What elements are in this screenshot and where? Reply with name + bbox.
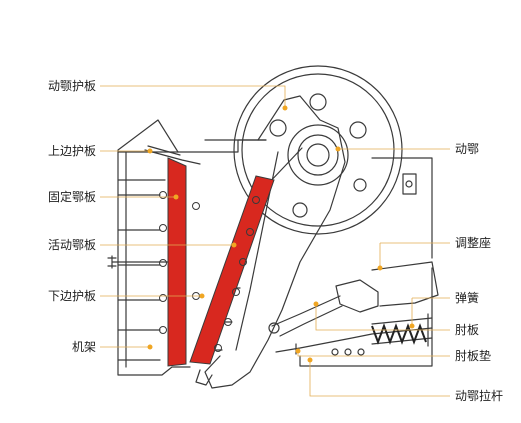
spoke-hole [309, 93, 327, 111]
upper-guard-bar [144, 149, 201, 165]
spoke-hole [349, 121, 367, 139]
flywheel-inner [241, 73, 395, 227]
eccentric-shaft-inner [306, 143, 330, 167]
tie-rod [275, 327, 433, 353]
leader-toggle-pad [297, 351, 450, 357]
adjust-seat [371, 261, 439, 307]
label-spring: 弹簧 [455, 291, 480, 305]
flywheel-outer [233, 65, 403, 235]
spoke-hole [269, 119, 287, 137]
frame-window [402, 173, 417, 195]
fixed-jaw-plate [167, 157, 187, 367]
label-adjust-seat: 调整座 [455, 236, 492, 250]
spring-coil [371, 323, 427, 345]
label-moving-jaw: 动鄂 [455, 142, 480, 156]
eccentric-shaft-outer [287, 124, 349, 186]
movable-jaw-plate [189, 175, 275, 365]
label-upper-side-guard: 上边护板 [47, 144, 96, 158]
moving-jaw-body [204, 95, 346, 389]
spoke-hole [353, 178, 367, 192]
label-fixed-jaw-plate: 固定鄂板 [47, 190, 96, 204]
leader-toggle-plate [315, 304, 450, 331]
eccentric-shaft-mid [297, 134, 339, 176]
label-toggle-plate: 肘板 [455, 323, 480, 337]
leader-spring [411, 297, 450, 326]
label-movable-jaw-plate: 活动鄂板 [47, 238, 96, 252]
frame-body [117, 139, 433, 367]
label-frame: 机架 [71, 340, 96, 354]
label-moving-jaw-guard: 动颚护板 [47, 79, 96, 93]
label-tie-rod: 动鄂拉杆 [455, 389, 504, 403]
spoke-hole [292, 202, 308, 218]
toggle-pin [268, 322, 280, 334]
label-lower-side-guard: 下边护板 [47, 289, 96, 303]
leader-moving-jaw-guard [100, 85, 286, 108]
toggle-plate [271, 295, 343, 337]
leader-adjust-seat [379, 242, 450, 268]
leader-tie-rod [309, 360, 450, 397]
label-toggle-pad: 肘板垫 [455, 349, 492, 363]
